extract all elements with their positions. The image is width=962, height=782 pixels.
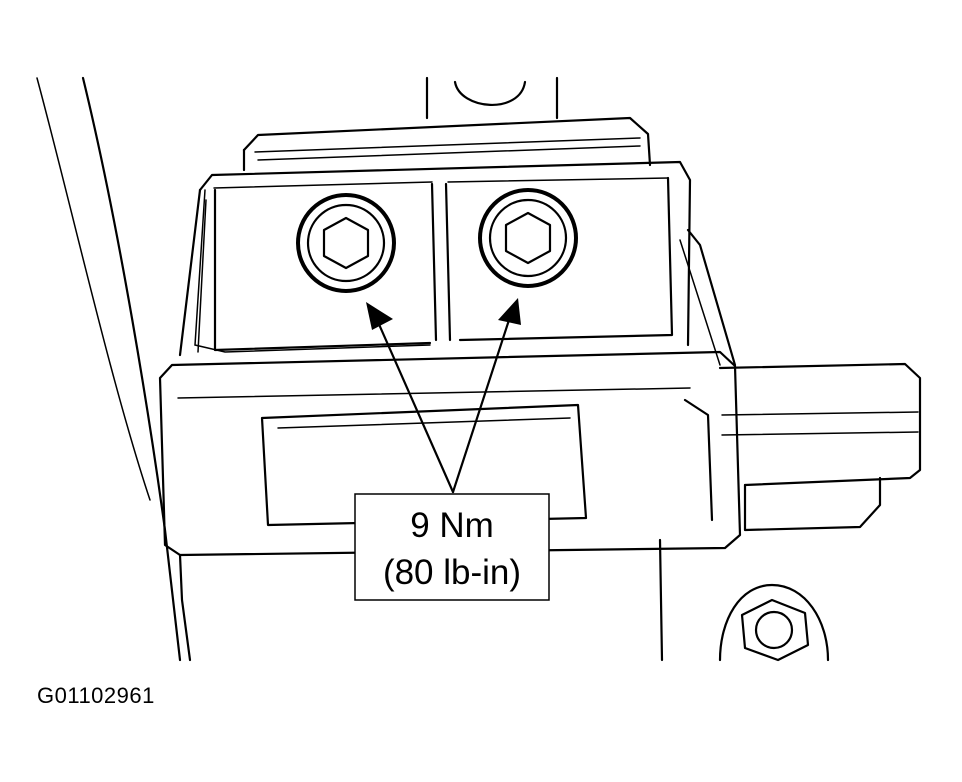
- lower-nut: [718, 583, 830, 662]
- bolt-left: [296, 193, 396, 293]
- figure-id-label: G01102961: [37, 683, 155, 708]
- upper-bracket: [425, 76, 559, 120]
- torque-metric-label: 9 Nm: [410, 506, 494, 545]
- body-panel-edge: [36, 76, 182, 662]
- arrow-head-left: [366, 302, 393, 330]
- arrow-head-right: [498, 298, 521, 325]
- electrical-connector: [718, 362, 922, 532]
- bracket-block: [178, 160, 737, 367]
- torque-imperial-label: (80 lb-in): [383, 553, 521, 592]
- callout-arrows: [366, 298, 521, 494]
- callout-box: [354, 493, 550, 601]
- bolt-right: [478, 188, 578, 288]
- module-housing: [158, 350, 742, 662]
- torque-callout: 9 Nm (80 lb-in): [354, 493, 550, 601]
- mounting-plate: [242, 116, 652, 172]
